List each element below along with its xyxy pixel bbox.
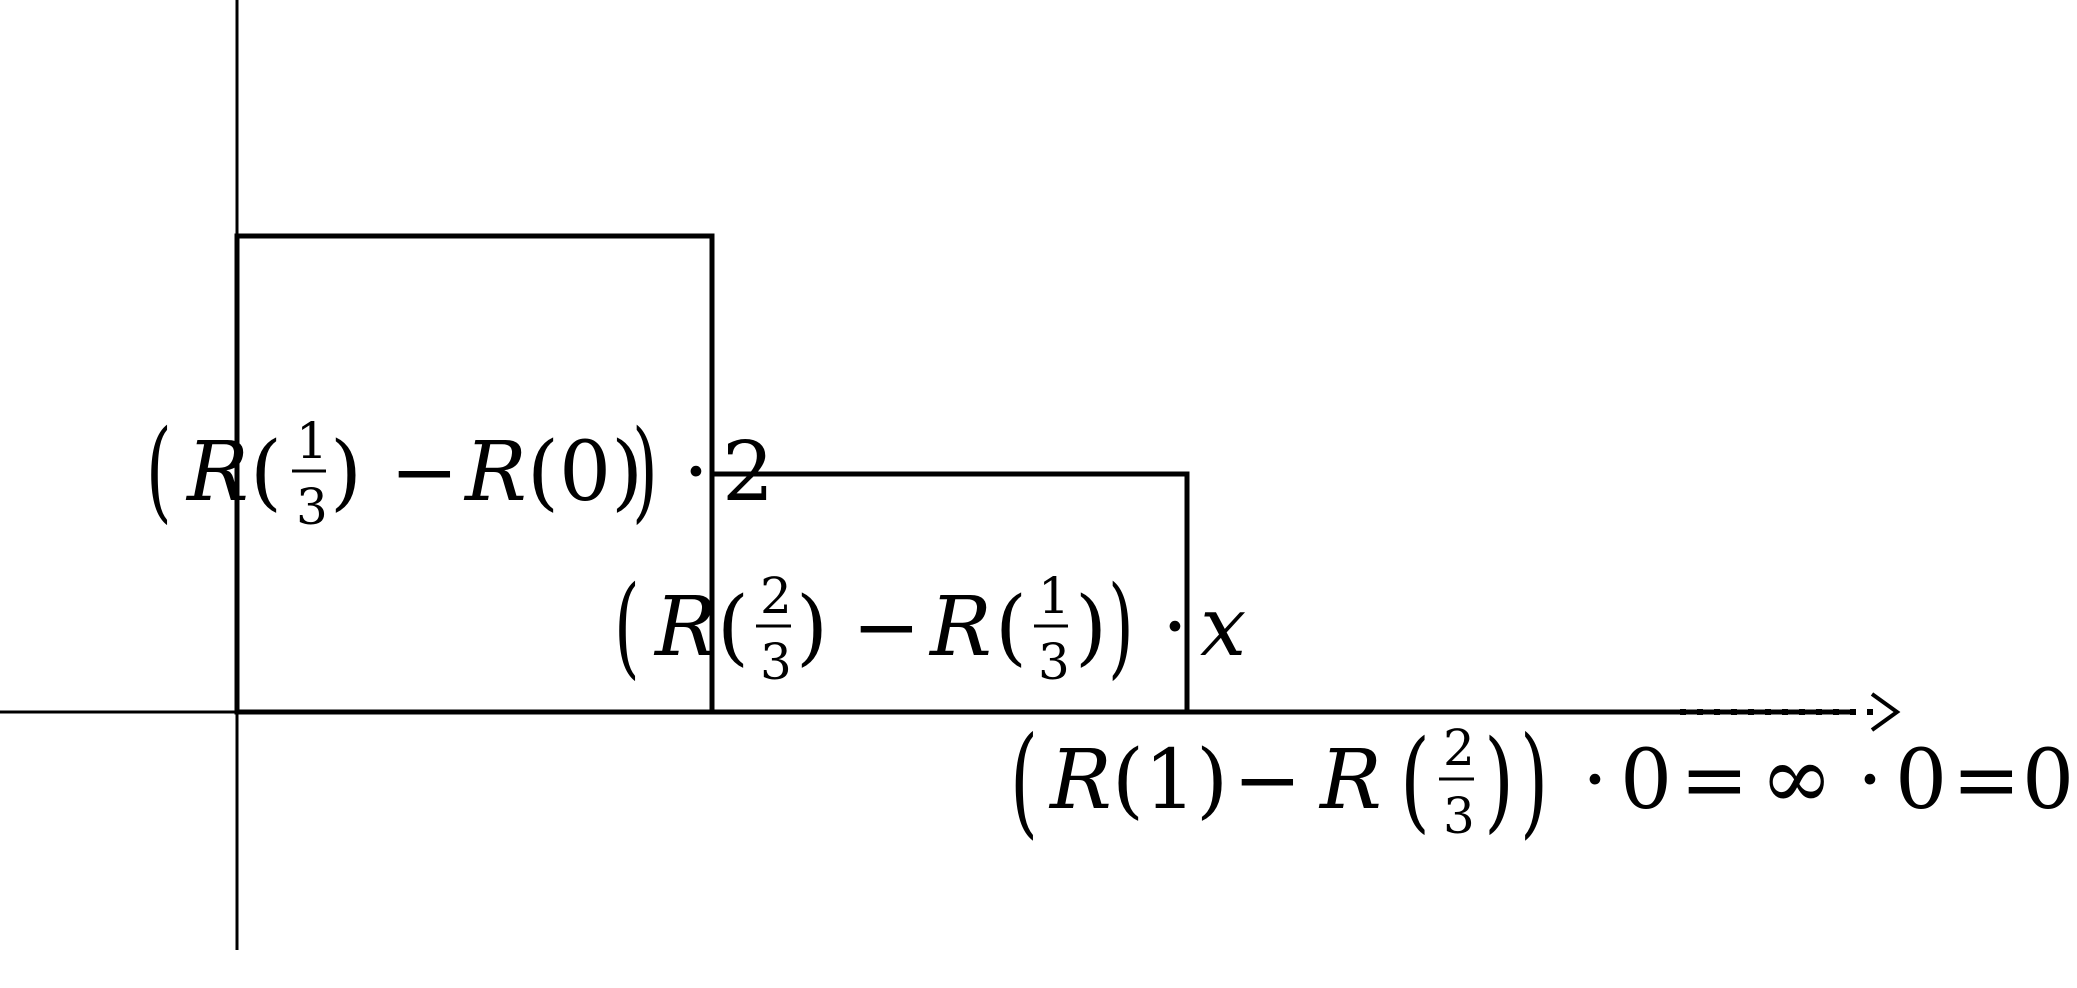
big-close-paren: ) bbox=[632, 407, 658, 534]
minus-sign: − bbox=[852, 580, 921, 675]
fraction-denominator: 3 bbox=[760, 633, 792, 691]
r-symbol: R bbox=[463, 425, 527, 520]
fraction-denominator: 3 bbox=[1443, 787, 1475, 845]
paren-close: ) bbox=[1075, 580, 1107, 675]
fraction-denominator: 3 bbox=[1038, 633, 1070, 691]
dot-operator: · bbox=[1582, 733, 1608, 828]
paren-open: ( bbox=[1400, 717, 1430, 844]
x-axis-arrowhead bbox=[1870, 692, 1901, 732]
big-open-paren: ( bbox=[614, 563, 640, 690]
argument-one: (1) bbox=[1112, 733, 1228, 828]
dot-operator: · bbox=[1857, 733, 1883, 828]
dot-operator: · bbox=[1162, 580, 1188, 675]
r-symbol: R bbox=[1048, 733, 1112, 828]
equals-sign: = bbox=[1952, 733, 2021, 828]
paren-close: ) bbox=[330, 425, 362, 520]
minus-sign: − bbox=[1233, 733, 1302, 828]
paren-close: ) bbox=[1484, 717, 1514, 844]
big-open-paren: ( bbox=[1010, 712, 1038, 851]
paren-open: ( bbox=[717, 580, 749, 675]
infinity-symbol: ∞ bbox=[1760, 726, 1833, 829]
zero-value: 0 bbox=[1895, 733, 1947, 828]
equals-sign: = bbox=[1680, 733, 1749, 828]
factor-value: 2 bbox=[722, 425, 774, 520]
paren-open: ( bbox=[250, 425, 282, 520]
minus-sign: − bbox=[390, 425, 459, 520]
step-rectangle-2 bbox=[709, 471, 1190, 715]
fraction-numerator: 2 bbox=[1443, 719, 1475, 777]
big-open-paren: ( bbox=[146, 407, 172, 534]
r-symbol: R bbox=[928, 580, 992, 675]
big-close-paren: ) bbox=[1520, 712, 1548, 851]
fraction-numerator: 1 bbox=[296, 412, 328, 470]
zero-value: 0 bbox=[2022, 733, 2074, 828]
fraction-denominator: 3 bbox=[296, 478, 328, 536]
r-symbol: R bbox=[185, 425, 249, 520]
paren-close: ) bbox=[796, 580, 828, 675]
dot-operator: · bbox=[683, 425, 709, 520]
label-term-2: ( R ( 2 3 ) − R ( 1 3 ) ) · x bbox=[614, 563, 1246, 691]
r-symbol: R bbox=[1318, 733, 1382, 828]
argument-zero: (0) bbox=[527, 425, 643, 520]
r-symbol: R bbox=[653, 580, 717, 675]
zero-value: 0 bbox=[1620, 733, 1672, 828]
label-term-3: ( R (1) − R ( 2 3 ) ) · 0 = ∞ · 0 = 0 bbox=[1010, 712, 2074, 851]
factor-value: x bbox=[1200, 580, 1246, 675]
paren-open: ( bbox=[995, 580, 1027, 675]
fraction-numerator: 2 bbox=[760, 567, 792, 625]
fraction-numerator: 1 bbox=[1038, 567, 1070, 625]
label-term-1: ( R ( 1 3 ) − R (0) ) · 2 bbox=[146, 407, 774, 536]
big-close-paren: ) bbox=[1108, 563, 1134, 690]
